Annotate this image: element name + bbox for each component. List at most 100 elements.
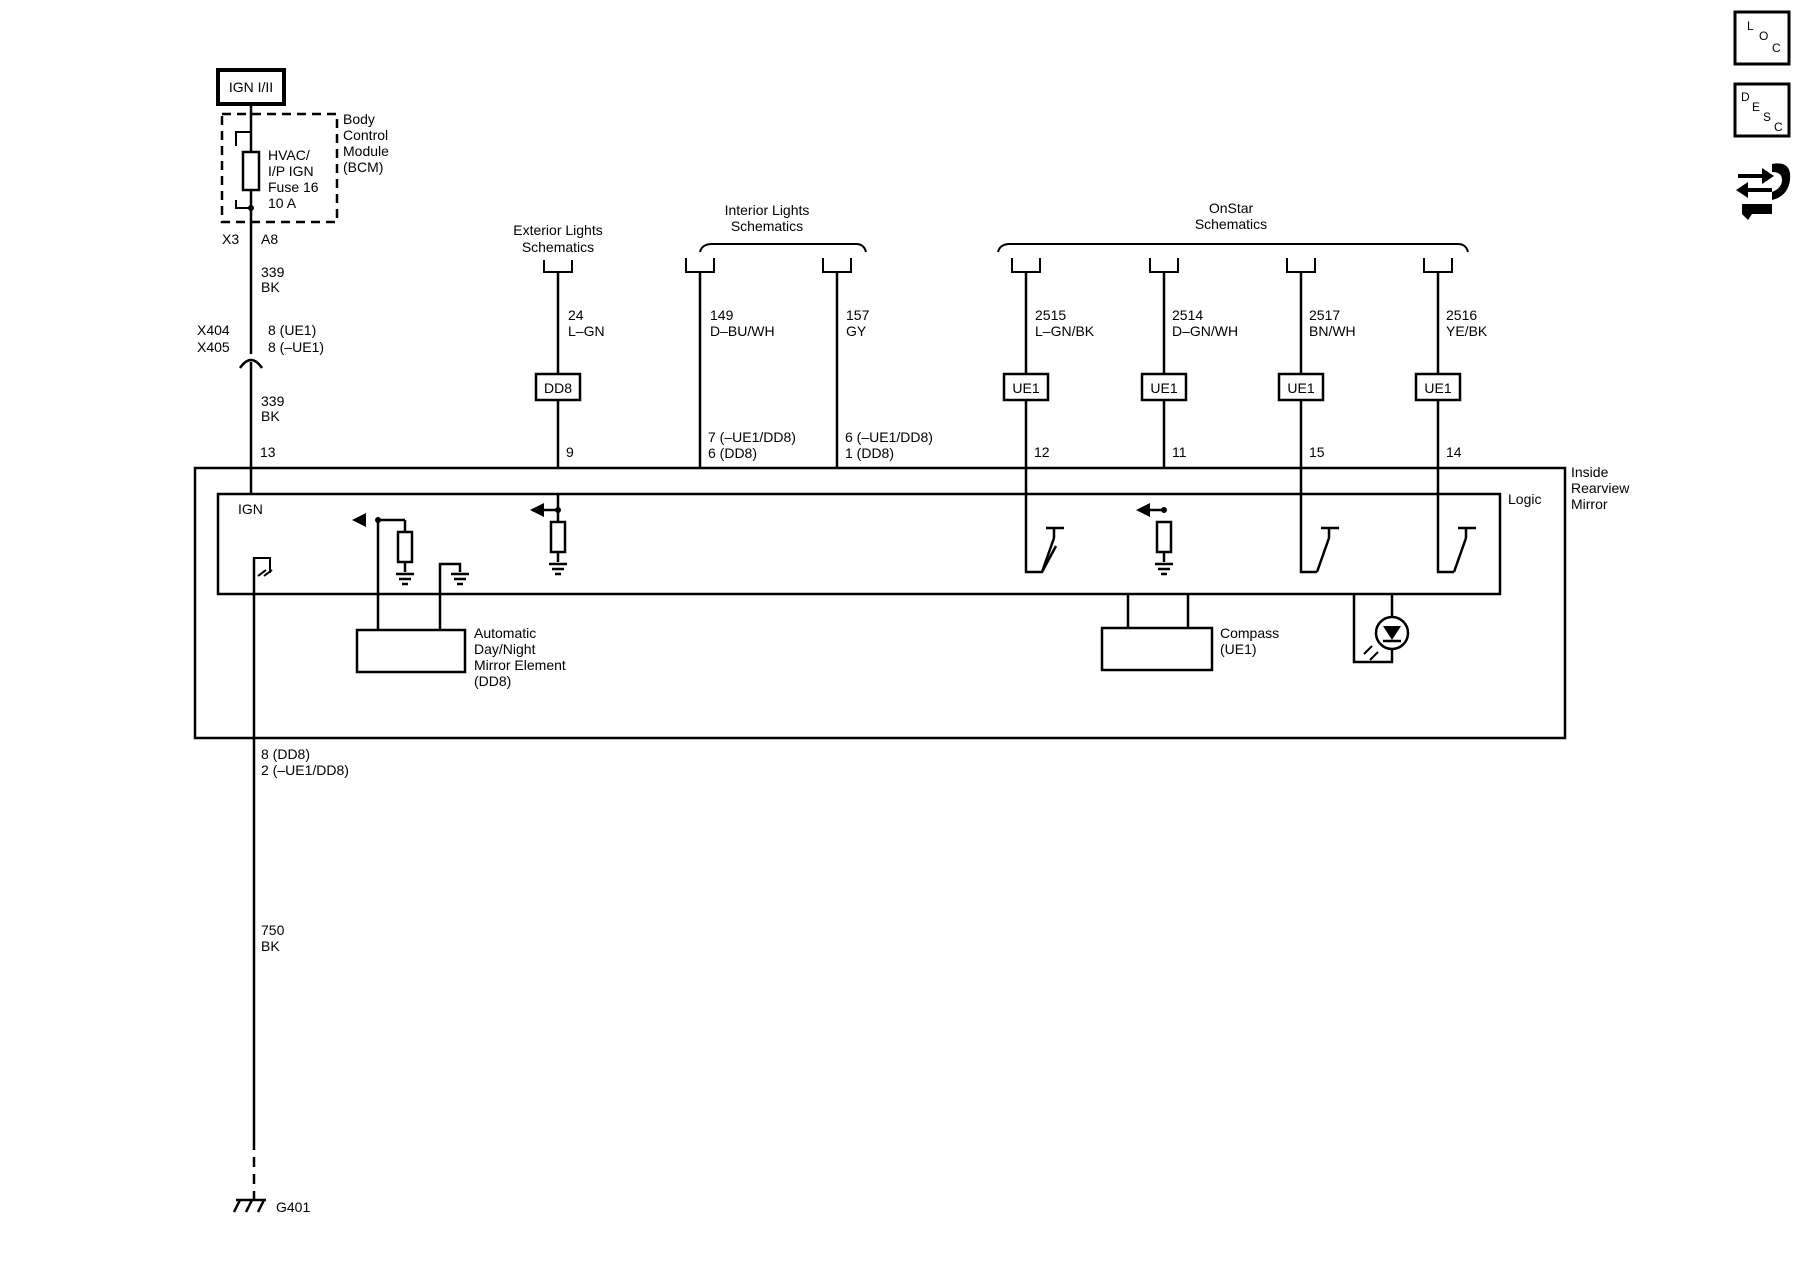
mirror-element-box xyxy=(355,628,467,674)
onstar-wire-1: 2515 L–GN/BK UE1 12 xyxy=(1002,258,1095,494)
desc-letter-s: S xyxy=(1763,110,1771,124)
fuse-label-1: HVAC/ xyxy=(268,147,310,163)
inline-connector-pin-1: 8 (UE1) xyxy=(268,322,316,338)
onstar-wire-2-pin: 11 xyxy=(1172,444,1187,460)
onstar-wire-3-color: BN/WH xyxy=(1309,323,1356,339)
interior-wire-1-pin-1: 7 (–UE1/DD8) xyxy=(708,429,796,445)
onstar-wire-1-color: L–GN/BK xyxy=(1035,323,1095,339)
interior-wire-2-circuit: 157 xyxy=(846,307,870,323)
exterior-color: L–GN xyxy=(568,323,605,339)
ground-symbol-icon-2 xyxy=(451,572,469,586)
inline-connector-pin-2: 8 (–UE1) xyxy=(268,339,324,355)
interior-ref-icon-2 xyxy=(822,258,852,273)
inline-connector-name-1: X404 xyxy=(197,322,230,338)
exterior-schematic-ref-icon xyxy=(543,260,573,273)
mirror-module: Inside Rearview Mirror Logic IGN xyxy=(193,464,1630,740)
onstar-wire-4-pin: 14 xyxy=(1446,444,1462,460)
exterior-lights-circuit: Exterior Lights Schematics 24 L–GN DD8 9 xyxy=(513,222,605,468)
mirror-outer-box xyxy=(193,466,1567,740)
onstar-circuit: OnStar Schematics xyxy=(997,200,1469,253)
onstar-wire-2-option: UE1 xyxy=(1150,380,1177,396)
desc-letter-c: C xyxy=(1774,120,1783,134)
fuse-label-3: Fuse 16 xyxy=(268,179,319,195)
interior-ref-icon-1 xyxy=(685,258,715,273)
interior-wire-1-pin-2: 6 (DD8) xyxy=(708,445,757,461)
exterior-input-circuit xyxy=(530,494,567,576)
interior-wire-1-color: D–BU/WH xyxy=(710,323,775,339)
interior-wire-1-circuit: 149 xyxy=(710,307,734,323)
onstar-wire-4-color: YE/BK xyxy=(1446,323,1488,339)
arrow-left-icon xyxy=(1136,503,1150,517)
resistor-icon xyxy=(396,530,414,564)
bcm-name-2: Control xyxy=(343,127,388,143)
exterior-option: DD8 xyxy=(544,380,572,396)
onstar-wire-4-option: UE1 xyxy=(1424,380,1451,396)
connector-wrench-icon xyxy=(1736,163,1791,220)
arrow-left-icon xyxy=(352,513,366,527)
mirror-element-label-2: Day/Night xyxy=(474,641,536,657)
ign-label: IGN xyxy=(238,501,263,517)
onstar-wire-1-option: UE1 xyxy=(1012,380,1039,396)
bcm-pin: A8 xyxy=(261,231,278,247)
logic-label: Logic xyxy=(1508,491,1541,507)
interior-title-2: Schematics xyxy=(731,218,803,234)
desc-button[interactable]: D E S C xyxy=(1733,82,1791,138)
onstar-wire-2-color: D–GN/WH xyxy=(1172,323,1238,339)
feed-color-2: BK xyxy=(261,408,280,424)
ground-color: BK xyxy=(261,938,280,954)
interior-title-1: Interior Lights xyxy=(725,202,810,218)
loc-letter-o: O xyxy=(1759,29,1768,43)
fuse-icon xyxy=(241,150,261,192)
mirror-element-label-1: Automatic xyxy=(474,625,536,641)
interior-lights-circuit: Interior Lights Schematics 149 D–BU/WH 7… xyxy=(685,202,933,468)
feed-circuit: 339 xyxy=(261,264,285,280)
logic-box xyxy=(216,492,1502,596)
mirror-element-label-4: (DD8) xyxy=(474,673,511,689)
mirror-name-2: Rearview xyxy=(1571,480,1630,496)
mirror-name-1: Inside xyxy=(1571,464,1609,480)
interior-wire-2-color: GY xyxy=(846,323,867,339)
exterior-circuit: 24 xyxy=(568,307,584,323)
compass-circuit: Compass (UE1) xyxy=(1100,594,1279,672)
loc-button[interactable]: L O C xyxy=(1733,10,1791,66)
onstar-wire-2-circuit: 2514 xyxy=(1172,307,1203,323)
onstar-wire-3-option: UE1 xyxy=(1287,380,1314,396)
chassis-ground-icon xyxy=(253,557,271,573)
mirror-name-3: Mirror xyxy=(1571,496,1608,512)
interior-wire-2-pin-1: 6 (–UE1/DD8) xyxy=(845,429,933,445)
bcm-name-4: (BCM) xyxy=(343,159,383,175)
onstar-title-1: OnStar xyxy=(1209,200,1254,216)
onstar-wire-1-pin: 12 xyxy=(1034,444,1050,460)
inline-connector-icon xyxy=(238,358,264,369)
exterior-pin: 9 xyxy=(566,444,574,460)
desc-letter-e: E xyxy=(1752,100,1760,114)
switch-15 xyxy=(1299,494,1339,574)
fuse-label-2: I/P IGN xyxy=(268,163,314,179)
mirror-element-label-3: Mirror Element xyxy=(474,657,566,673)
desc-letter-d: D xyxy=(1741,90,1750,104)
compass-label-1: Compass xyxy=(1220,625,1279,641)
fuse-label-4: 10 A xyxy=(268,195,297,211)
feed-wire: 339 BK X404 X405 8 (UE1) 8 (–UE1) 339 BK… xyxy=(197,222,324,494)
compass-label-2: (UE1) xyxy=(1220,641,1257,657)
onstar-title-2: Schematics xyxy=(1195,216,1267,232)
interior-brace xyxy=(699,243,867,253)
ign-pin: 13 xyxy=(260,444,276,460)
onstar-wire-3-circuit: 2517 xyxy=(1309,307,1340,323)
resistor-icon xyxy=(1155,520,1173,554)
bcm-module: Body Control Module (BCM) HVAC/ I/P IGN … xyxy=(220,111,389,247)
ground-name: G401 xyxy=(276,1199,310,1215)
bcm-name-3: Module xyxy=(343,143,389,159)
switch-12 xyxy=(1024,494,1064,574)
onstar-input-11 xyxy=(1136,503,1173,576)
loc-letter-l: L xyxy=(1747,19,1754,33)
connector-tool-button[interactable] xyxy=(1736,163,1791,220)
exterior-title-1: Exterior Lights xyxy=(513,222,602,238)
ground-symbol-icon xyxy=(396,572,414,586)
onstar-wire-3-pin: 15 xyxy=(1309,444,1325,460)
ground-path: 8 (DD8) 2 (–UE1/DD8) 750 BK G401 xyxy=(232,557,349,1215)
light-sensor xyxy=(1352,594,1410,664)
onstar-wire-4-circuit: 2516 xyxy=(1446,307,1477,323)
onstar-wire-3: 2517 BN/WH UE1 15 xyxy=(1277,258,1356,494)
bcm-name-1: Body xyxy=(343,111,375,127)
